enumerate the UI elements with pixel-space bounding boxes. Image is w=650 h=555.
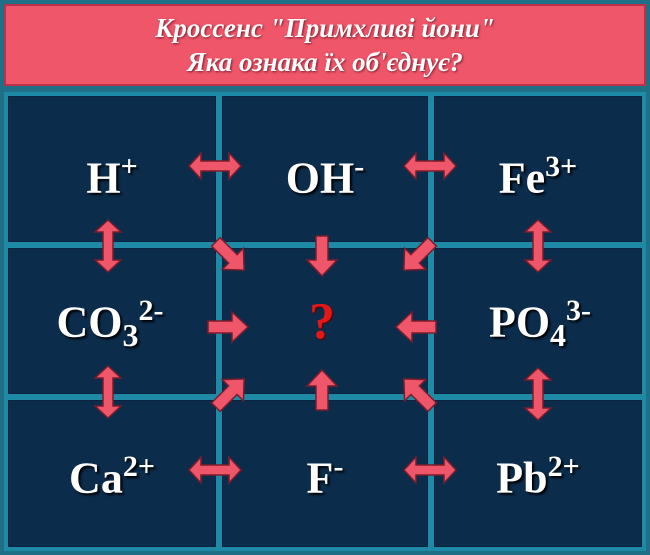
double-arrow-v-right-top xyxy=(524,219,552,273)
ion-label-po4: PO43- xyxy=(488,294,592,354)
cell-top-right xyxy=(434,96,642,242)
arrow-diag-from-top-right xyxy=(392,230,444,282)
double-arrow-h-top-right xyxy=(403,152,457,180)
cell-top-center xyxy=(222,96,428,242)
arrow-up-to-center xyxy=(306,369,338,411)
double-arrow-h-bottom-left xyxy=(188,456,242,484)
cell-bottom-left xyxy=(8,400,216,547)
title-line-1: Кроссенс "Примхливі йони" xyxy=(155,13,495,43)
double-arrow-v-left-bottom xyxy=(94,365,122,419)
double-arrow-v-left-top xyxy=(94,219,122,273)
arrow-diag-from-top-left xyxy=(204,230,256,282)
ion-label-co3: CO32- xyxy=(56,294,164,354)
ion-label-pb: Pb2+ xyxy=(496,450,580,503)
ion-label-f: F- xyxy=(306,450,344,503)
double-arrow-v-right-bottom xyxy=(524,367,552,421)
cell-bottom-center xyxy=(222,400,428,547)
title-banner: Кроссенс "Примхливі йони" Яка ознака їх … xyxy=(4,4,646,86)
cell-top-left xyxy=(8,96,216,242)
double-arrow-h-top-left xyxy=(188,152,242,180)
arrow-right-to-center xyxy=(207,311,249,343)
arrow-left-to-center xyxy=(395,311,437,343)
ion-label-ca: Ca2+ xyxy=(69,450,155,503)
arrow-diag-from-bottom-left xyxy=(204,367,256,419)
ion-label-h: H+ xyxy=(86,150,138,203)
ion-label-oh: OH- xyxy=(285,150,365,203)
question-mark: ? xyxy=(309,293,335,351)
cell-bottom-right xyxy=(434,400,642,547)
arrow-diag-from-bottom-right xyxy=(392,367,444,419)
double-arrow-h-bottom-right xyxy=(403,456,457,484)
title-line-2: Яка ознака їх об'єднує? xyxy=(187,47,463,77)
crossens-grid xyxy=(4,92,646,551)
arrow-down-to-center xyxy=(306,235,338,277)
ion-label-fe: Fe3+ xyxy=(498,150,578,203)
